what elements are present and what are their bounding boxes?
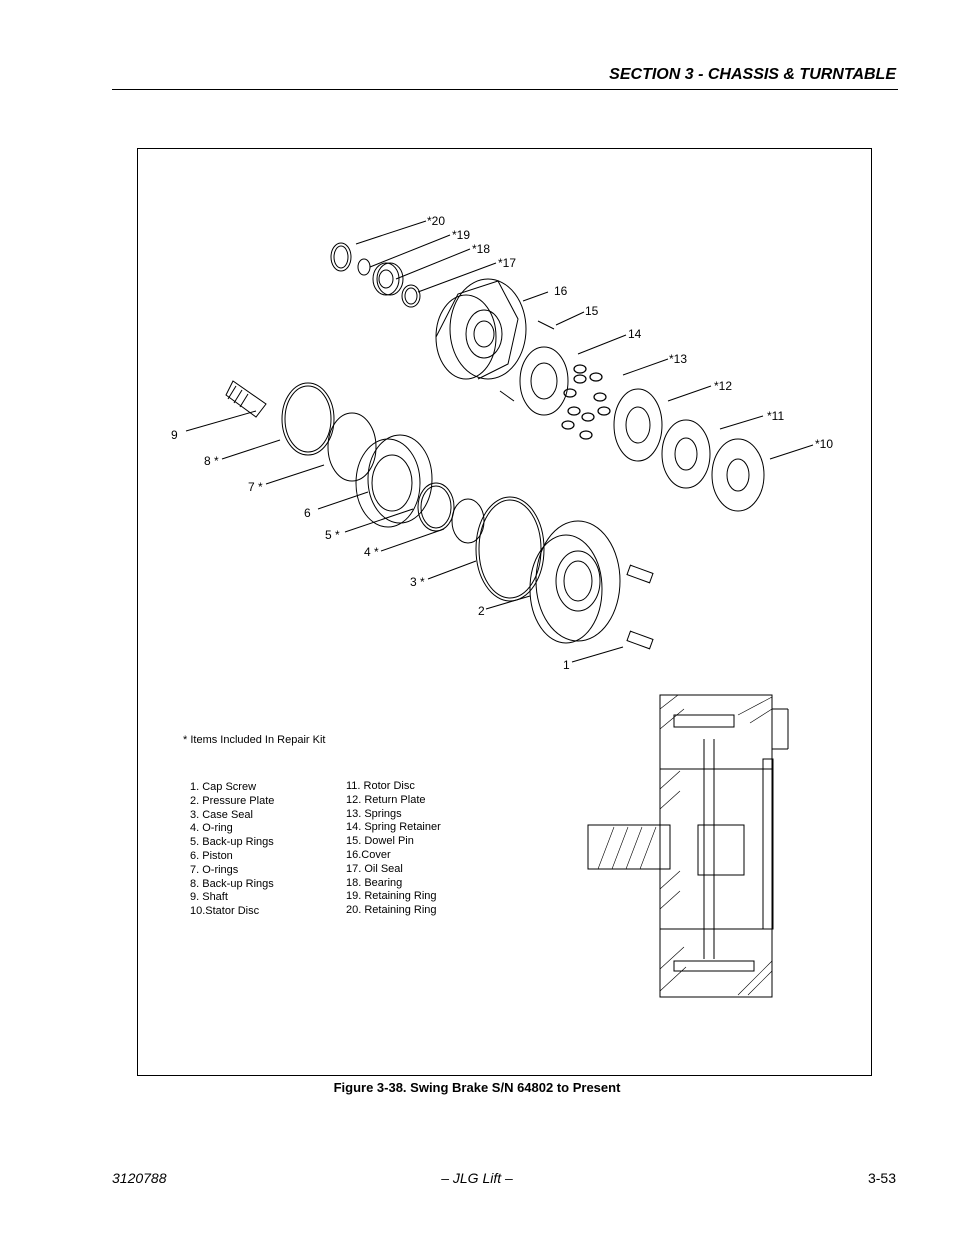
legend-item: 15. Dowel Pin bbox=[346, 835, 414, 848]
callout-7: 7 * bbox=[248, 480, 263, 494]
legend-item: 14. Spring Retainer bbox=[346, 821, 441, 834]
legend-item: 13. Springs bbox=[346, 807, 402, 820]
callout-8: 8 * bbox=[204, 454, 219, 468]
callout-1: 1 bbox=[563, 658, 570, 672]
callout-14: 14 bbox=[628, 327, 642, 341]
footer-page-number: 3-53 bbox=[867, 1170, 896, 1186]
callout-20: *20 bbox=[427, 214, 446, 228]
legend-item: 19. Retaining Ring bbox=[346, 890, 437, 903]
legend-item: 9. Shaft bbox=[190, 891, 228, 904]
legend-item: 1. Cap Screw bbox=[190, 781, 257, 793]
callout-16: 16 bbox=[554, 284, 568, 298]
legend-item: 16.Cover bbox=[346, 848, 391, 861]
callout-13: *13 bbox=[669, 352, 688, 366]
legend-item: 2. Pressure Plate bbox=[190, 794, 275, 807]
exploded-view-drawing bbox=[185, 220, 814, 998]
section-header: SECTION 3 - CHASSIS & TURNTABLE bbox=[609, 66, 896, 83]
legend-item: 20. Retaining Ring bbox=[346, 904, 437, 917]
callout-4: 4 * bbox=[364, 545, 379, 559]
callout-2: 2 bbox=[478, 604, 485, 618]
callout-3: 3 * bbox=[410, 575, 425, 589]
figure-caption: Figure 3-38. Swing Brake S/N 64802 to Pr… bbox=[333, 1080, 621, 1095]
callout-12: *12 bbox=[714, 379, 733, 393]
repair-kit-note: * Items Included In Repair Kit bbox=[183, 734, 326, 746]
footer-doc-number: 3120788 bbox=[112, 1170, 167, 1186]
callout-15: 15 bbox=[585, 304, 599, 318]
legend-item: 4. O-ring bbox=[190, 822, 233, 835]
footer-publisher: – JLG Lift – bbox=[441, 1170, 513, 1186]
callout-19: *19 bbox=[452, 228, 471, 242]
legend-item: 6. Piston bbox=[190, 849, 233, 862]
legend-item: 5. Back-up Rings bbox=[190, 836, 274, 849]
parts-legend-left: 1. Cap Screw 2. Pressure Plate 3. Case S… bbox=[190, 781, 274, 919]
legend-item: 11. Rotor Disc bbox=[346, 780, 415, 792]
figure-frame: *20 *19 *18 *17 16 15 14 *13 *12 *11 *10… bbox=[137, 148, 872, 1076]
callout-11: *11 bbox=[767, 409, 785, 423]
callout-5: 5 * bbox=[325, 528, 340, 542]
legend-item: 10.Stator Disc bbox=[190, 905, 260, 918]
callout-10: *10 bbox=[815, 437, 834, 451]
callout-17: *17 bbox=[498, 256, 517, 270]
legend-item: 8. Back-up Rings bbox=[190, 877, 274, 890]
callout-6: 6 bbox=[304, 506, 311, 520]
legend-item: 12. Return Plate bbox=[346, 793, 426, 806]
legend-item: 18. Bearing bbox=[346, 876, 403, 889]
legend-item: 17. Oil Seal bbox=[346, 862, 403, 875]
callout-18: *18 bbox=[472, 242, 491, 256]
parts-legend-right: 11. Rotor Disc 12. Return Plate 13. Spri… bbox=[346, 780, 441, 918]
legend-item: 3. Case Seal bbox=[190, 808, 253, 821]
callout-9: 9 bbox=[171, 428, 178, 442]
header-rule bbox=[112, 89, 898, 90]
legend-item: 7. O-rings bbox=[190, 863, 239, 876]
